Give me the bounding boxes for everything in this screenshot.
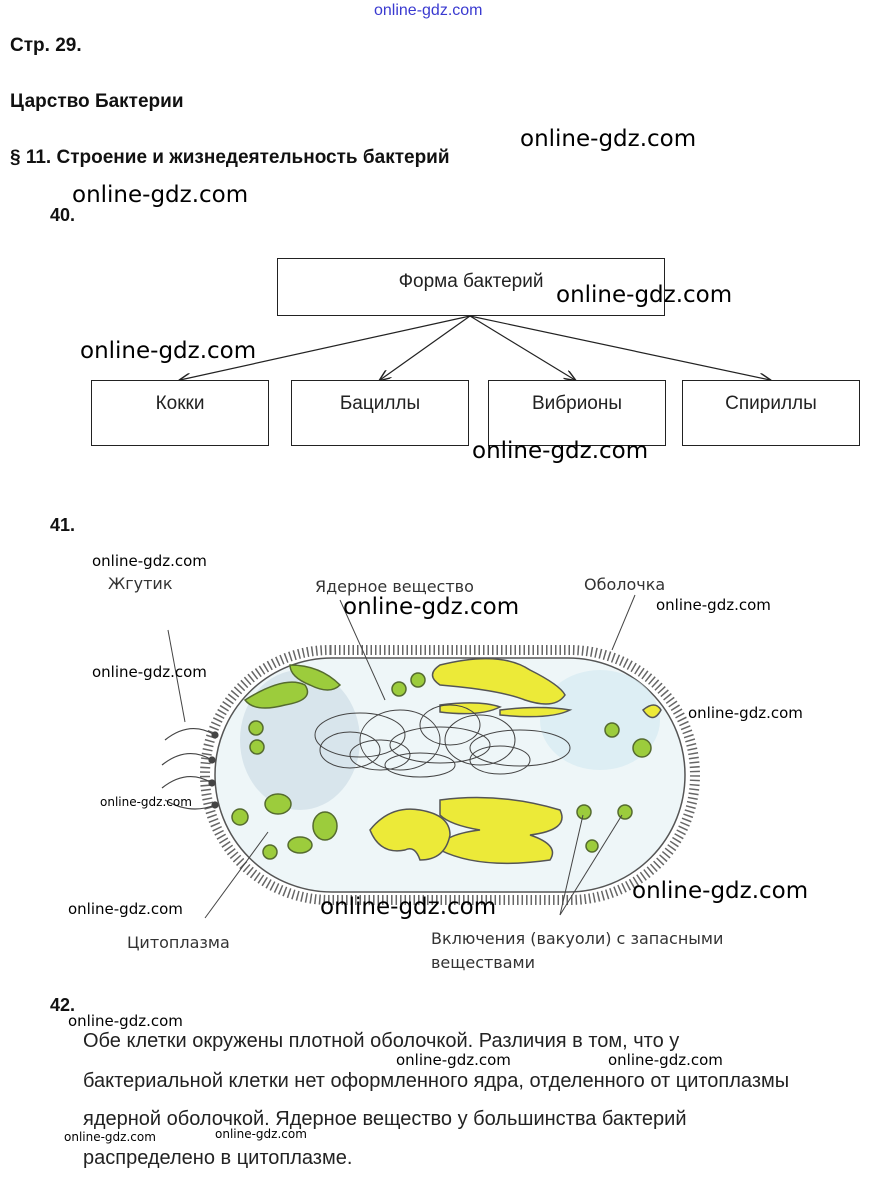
watermark: online-gdz.com [92,663,207,681]
arrow-vibrio [469,315,575,380]
child-box-vibrio: Вибрионы [488,380,666,446]
watermark: online-gdz.com [556,282,733,308]
cell-wall-hairs [200,645,700,905]
watermark: online-gdz.com [520,126,697,152]
watermark: online-gdz.com [608,1051,723,1069]
page-number: Стр. 29. [10,35,82,56]
watermark: online-gdz.com [72,182,249,208]
watermark: online-gdz.com [100,795,192,809]
answer-line-4: распределено в цитоплазме. [83,1147,353,1169]
arrow-spirilla [469,315,770,380]
watermark: online-gdz.com [80,338,257,364]
watermark: online-gdz.com [632,878,809,904]
watermark: online-gdz.com [343,594,520,620]
section-title: § 11. Строение и жизнедеятельность бакте… [10,147,450,168]
root-box: Форма бактерий [277,258,665,316]
answer-line-1: Обе клетки окружены плотной оболочкой. Р… [83,1030,680,1052]
child-box-kokki: Кокки [91,380,269,446]
watermark: online-gdz.com [472,438,649,464]
watermark: online-gdz.com [215,1127,307,1141]
top-watermark: online-gdz.com [374,2,483,19]
label-nuclear-material: Ядерное вещество [315,577,474,596]
leader-lines [167,594,636,919]
child-box-bacilli: Бациллы [291,380,469,446]
yellow-inclusions [369,657,662,865]
label-membrane: Оболочка [584,575,666,594]
arrow-bacilli [380,315,471,380]
child-box-spirilla: Спириллы [682,380,860,446]
label-flagellum: Жгутик [108,574,173,593]
watermark: online-gdz.com [320,894,497,920]
watermark: online-gdz.com [68,1012,183,1030]
nuclear-material [314,704,571,778]
watermark: online-gdz.com [688,704,803,722]
green-inclusions [231,664,652,860]
answer-line-3: ядерной оболочкой. Ядерное вещество у бо… [83,1108,687,1130]
watermark: online-gdz.com [64,1130,156,1144]
watermark: online-gdz.com [396,1051,511,1069]
task-41-number: 41. [50,515,76,535]
label-inclusions-2: веществами [431,953,536,972]
watermark: online-gdz.com [92,552,207,570]
label-cytoplasm: Цитоплазма [127,933,230,952]
chapter-title: Царство Бактерии [10,91,184,112]
watermark: online-gdz.com [656,596,771,614]
label-inclusions-1: Включения (вакуоли) с запасными [431,929,724,948]
task-42-number: 42. [50,995,76,1015]
task-40-number: 40. [50,205,76,225]
answer-line-2: бактериальной клетки нет оформленного яд… [83,1070,790,1092]
watermark: online-gdz.com [68,900,183,918]
flagella [161,728,219,810]
arrow-kokki [180,315,471,380]
